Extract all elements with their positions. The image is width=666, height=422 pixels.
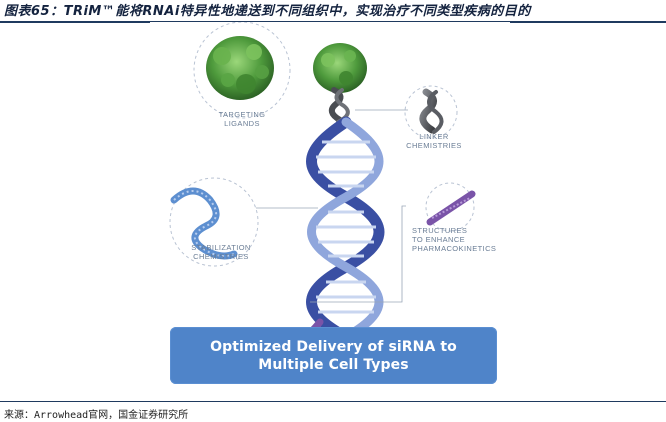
pk-structure-icon [426,183,474,231]
optimized-delivery-banner: Optimized Delivery of siRNA to Multiple … [170,327,497,384]
banner-line-1: Optimized Delivery of siRNA to [210,338,457,356]
targeting-ligand-icon [194,22,290,118]
label-targeting-ligands: TARGETING LIGANDS [212,110,272,128]
footer-divider [0,401,666,402]
label-linker-chemistries: LINKER CHEMISTRIES [402,132,466,150]
banner-line-2: Multiple Cell Types [258,356,408,374]
label-stabilization-chemistries: STABILIZATION CHEMISTRIES [178,243,264,261]
helix-ligand-cap-icon [313,43,367,93]
linker-chemistry-icon [405,86,457,138]
source-note: 来源：Arrowhead官网，国金证券研究所 [4,406,188,421]
sirna-double-helix-icon [302,122,379,340]
figure-title: 图表65：TRiM™能将RNAi特异性地递送到不同组织中，实现治疗不同类型疾病的… [4,0,666,20]
label-pk-structures: STRUCTURES TO ENHANCE PHARMACOKINETICS [412,226,508,253]
